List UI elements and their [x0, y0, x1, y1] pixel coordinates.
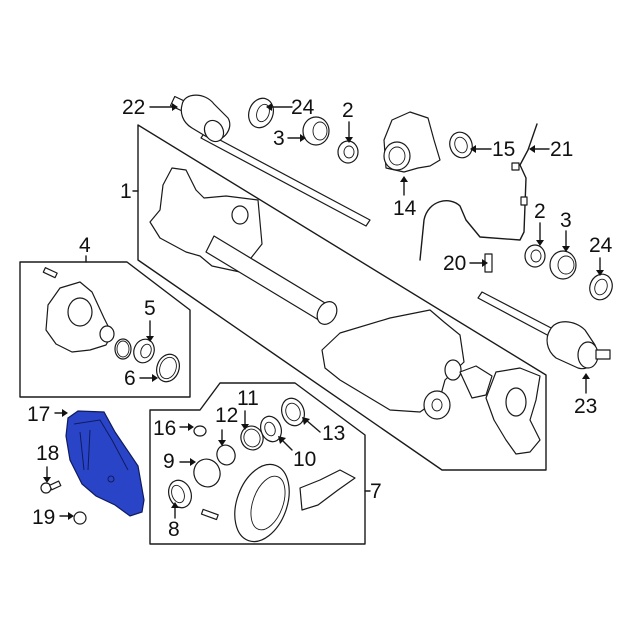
callout-2: 2 [342, 99, 354, 122]
part-4-diff-case [42, 267, 132, 360]
part-10-bearing [260, 415, 282, 443]
group-box-7 [149, 382, 366, 545]
callout-8: 8 [168, 518, 180, 541]
callout-23: 23 [574, 395, 598, 418]
part-14-knuckle [383, 111, 441, 173]
part-5-bearing [133, 338, 155, 364]
part-24-seal-lower [589, 273, 613, 301]
callout-6: 6 [124, 367, 136, 390]
callout-4: 4 [79, 234, 91, 257]
callout-arrows [43, 103, 604, 520]
callout-22: 22 [122, 96, 146, 119]
part-2-seal-lower [524, 244, 546, 268]
part-1-axle-housing [149, 167, 541, 455]
part-13-seal [281, 397, 305, 427]
callout-2b: 2 [534, 200, 546, 223]
part-23-axle-shaft [477, 291, 611, 370]
callout-18: 18 [36, 442, 60, 465]
part-12-spacer [216, 444, 236, 466]
callout-20: 20 [443, 252, 467, 275]
pinion-gear [299, 469, 356, 511]
callout-19: 19 [32, 506, 56, 529]
callout-3: 3 [273, 127, 285, 150]
callout-15: 15 [492, 138, 516, 161]
callout-3b: 3 [560, 209, 572, 232]
callout-12: 12 [215, 404, 239, 427]
part-18-bolt [40, 480, 62, 494]
part-19-plug [73, 511, 87, 525]
callout-11: 11 [237, 387, 259, 410]
callout-17: 17 [27, 403, 51, 426]
ring-gear [234, 463, 290, 543]
callout-9: 9 [163, 450, 175, 473]
callout-10: 10 [293, 448, 317, 471]
group-box-1 [137, 124, 547, 471]
callout-1: 1 [120, 180, 132, 203]
group-box-4 [19, 261, 191, 398]
callout-5: 5 [144, 297, 156, 320]
callout-7: 7 [370, 480, 382, 503]
callout-24: 24 [291, 96, 315, 119]
part-22-axle-shaft [169, 94, 371, 227]
ring-gear-bolt [200, 508, 219, 521]
part-24-seal-upper [248, 97, 274, 129]
callout-21: 21 [550, 138, 574, 161]
part-8-bearing [168, 479, 192, 509]
callout-16: 16 [153, 417, 177, 440]
part-6-race [156, 353, 180, 383]
part-21-vent-hose [419, 123, 538, 261]
callout-24b: 24 [589, 234, 613, 257]
part-3-bearing-upper [302, 116, 330, 146]
part-17-diff-cover [65, 410, 145, 517]
callout-13: 13 [322, 422, 346, 445]
part-2-seal-upper [337, 140, 359, 164]
part-3-bearing-lower [549, 250, 577, 280]
part-15-seal [449, 131, 473, 159]
part-16-washer [193, 425, 207, 437]
part-9-race [193, 458, 221, 488]
callout-14: 14 [393, 197, 417, 220]
